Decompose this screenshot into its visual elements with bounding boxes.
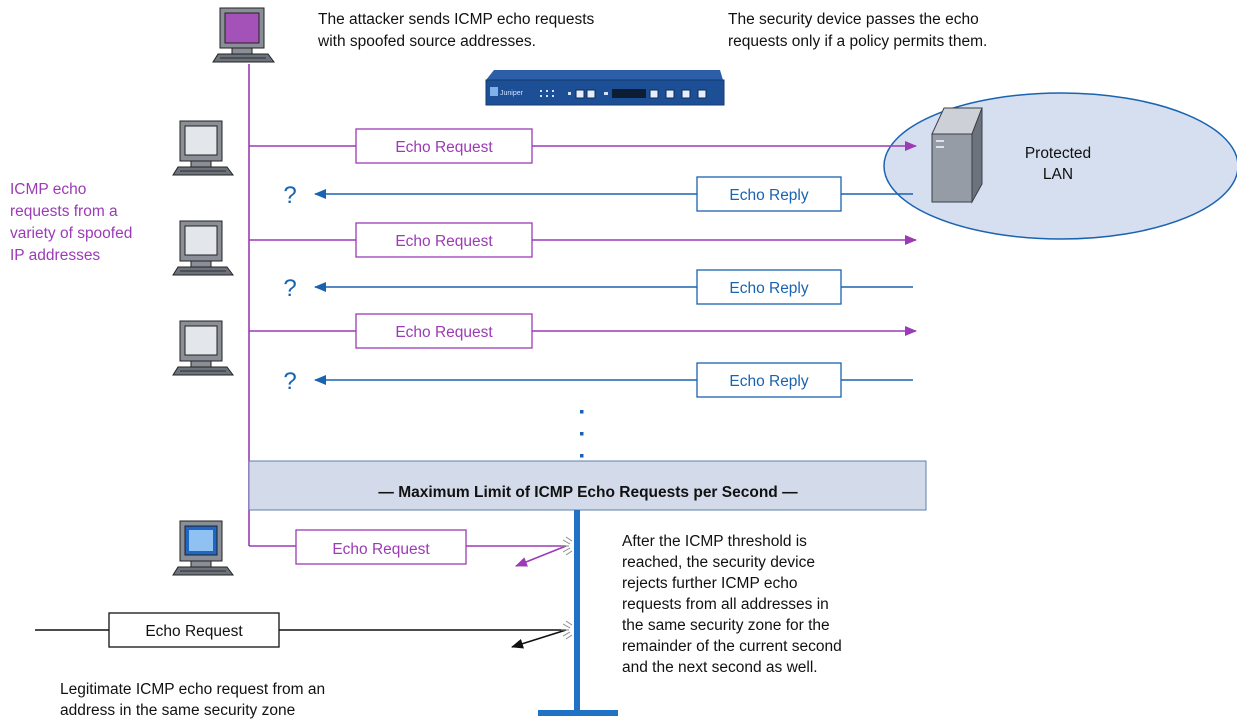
legitimate-request-note: Legitimate ICMP echo request from an add… [60, 681, 325, 719]
spoof-note-line-4: IP addresses [10, 247, 100, 264]
legitimate-echo-request: Echo Request [35, 612, 573, 649]
impact-burst-icon [561, 620, 573, 640]
security-device-icon: Juniper [485, 70, 725, 106]
protected-lan-label-line-1: Protected [1025, 145, 1091, 162]
continuation-dots [580, 410, 584, 458]
attacker-note-line-1: The attacker sends ICMP echo requests [318, 11, 595, 28]
spoofed-computer-icon [172, 520, 234, 576]
threshold-note-line: After the ICMP threshold is [622, 533, 807, 550]
attacker-computer-icon [212, 7, 275, 63]
spoof-note-line-3: variety of spoofed [10, 225, 132, 242]
security-device-note-line-2: requests only if a policy permits them. [728, 33, 987, 50]
threshold-note-line: requests from all addresses in [622, 596, 829, 613]
legitimate-note-line-2: address in the same security zone [60, 702, 295, 719]
echo-reply-arrow: Echo Reply ? [283, 269, 913, 305]
echo-request-label: Echo Request [332, 541, 430, 558]
echo-request-label: Echo Request [395, 233, 493, 250]
echo-request-arrow: Echo Request [249, 222, 917, 258]
threshold-note-line: remainder of the current second [622, 638, 842, 655]
spoofed-computer-icon [172, 120, 234, 176]
threshold-note-line: and the next second as well. [622, 659, 818, 676]
maximum-limit-label: — Maximum Limit of ICMP Echo Requests pe… [378, 484, 798, 501]
server-icon [931, 107, 983, 204]
threshold-note: After the ICMP threshold is reached, the… [622, 533, 842, 676]
spoofed-computer-icon [172, 220, 234, 276]
blocking-wall-base [538, 710, 618, 716]
spoof-note-line-2: requests from a [10, 203, 118, 220]
maximum-limit-bar [248, 460, 927, 511]
attacker-note-line-2: with spoofed source addresses. [317, 33, 536, 50]
device-brand-label: Juniper [500, 90, 524, 97]
echo-request-arrow: Echo Request [249, 128, 917, 164]
protected-lan-label-line-2: LAN [1043, 166, 1073, 183]
security-device-note-line-1: The security device passes the echo [728, 11, 979, 28]
echo-reply-label: Echo Reply [729, 373, 809, 390]
echo-request-arrow: Echo Request [249, 313, 917, 349]
echo-reply-arrow: Echo Reply ? [283, 362, 913, 398]
impact-burst-icon [561, 536, 573, 556]
legitimate-note-line-1: Legitimate ICMP echo request from an [60, 681, 325, 698]
echo-reply-label: Echo Reply [729, 187, 809, 204]
unknown-source-marker: ? [283, 182, 296, 209]
threshold-note-line: the same security zone for the [622, 617, 830, 634]
echo-reply-arrow: Echo Reply ? [283, 176, 913, 212]
echo-request-label: Echo Request [395, 324, 493, 341]
blocking-wall [574, 510, 580, 713]
echo-request-label: Echo Request [145, 623, 243, 640]
spoofed-computer-icon [172, 320, 234, 376]
attacker-note: The attacker sends ICMP echo requests wi… [317, 11, 595, 50]
threshold-note-line: rejects further ICMP echo [622, 575, 797, 592]
threshold-note-line: reached, the security device [622, 554, 815, 571]
rejected-echo-request: Echo Request [249, 529, 573, 567]
echo-request-label: Echo Request [395, 139, 493, 156]
echo-reply-label: Echo Reply [729, 280, 809, 297]
spoofed-sources-note: ICMP echo requests from a variety of spo… [10, 181, 132, 264]
security-device-note: The security device passes the echo requ… [728, 11, 987, 50]
unknown-source-marker: ? [283, 275, 296, 302]
spoof-note-line-1: ICMP echo [10, 181, 86, 198]
unknown-source-marker: ? [283, 368, 296, 395]
